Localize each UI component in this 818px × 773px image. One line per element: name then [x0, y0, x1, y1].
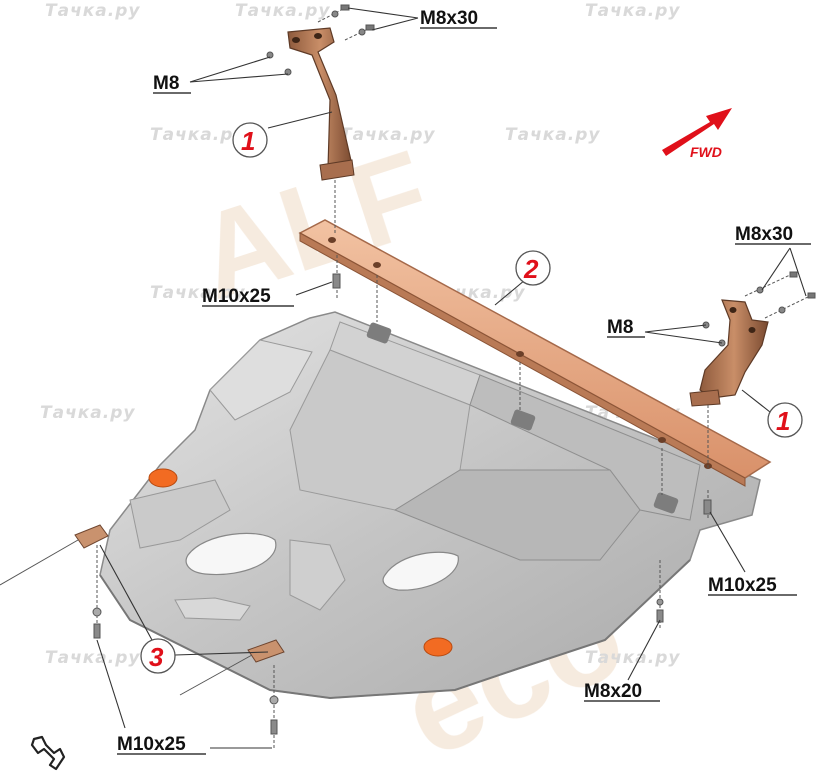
label-mid-left-bolt: M10x25	[202, 286, 271, 307]
fastener-labels: M8x30 M8 M10x25 M8x30 M8 M10x25 M8x20 M1…	[117, 8, 811, 755]
crossbar-part-2	[298, 219, 772, 487]
rubber-pad	[423, 637, 453, 657]
fasteners	[0, 4, 816, 750]
callout-number: 1	[776, 406, 790, 436]
watermark-text: Тачка.ру	[505, 125, 600, 145]
fwd-label: FWD	[690, 144, 722, 160]
wrench-icon	[30, 735, 66, 771]
forward-direction-indicator: FWD	[662, 108, 732, 160]
watermark-text: Тачка.ру	[340, 125, 435, 145]
watermark-text: Тачка.ру	[585, 648, 680, 668]
bracket-part-1-top	[287, 27, 355, 181]
watermark-text: Тачка.ру	[585, 1, 680, 21]
part-callout-1-right: 1	[767, 402, 803, 438]
watermark-text: Тачка.ру	[40, 403, 135, 423]
skid-plate	[99, 311, 761, 700]
callout-number: 2	[523, 254, 539, 284]
label-right-nut: M8	[607, 317, 633, 338]
label-right-bolt: M8x30	[735, 224, 793, 245]
watermark-text: Тачка.ру	[45, 648, 140, 668]
watermark-text: Тачка.ру	[150, 125, 245, 145]
watermark-text: Тачка.ру	[45, 1, 140, 21]
label-top-nut: M8	[153, 73, 179, 94]
label-right-lower-bolt: M10x25	[708, 575, 777, 596]
callout-number: 1	[241, 126, 255, 156]
part-callout-2: 2	[515, 250, 551, 286]
callout-number: 3	[149, 642, 164, 672]
part-callout-3: 3	[140, 638, 176, 674]
leader-lines	[96, 7, 807, 749]
label-top-bolt: M8x30	[420, 8, 478, 29]
part-callout-1-top: 1	[232, 122, 268, 158]
watermark-text: Тачка.ру	[235, 1, 330, 21]
bracket-part-1-right	[689, 299, 769, 407]
watermark-text: Тачка.ру	[150, 283, 245, 303]
label-bottom-right-bolt: M8x20	[584, 681, 642, 702]
label-bottom-left-bolt: M10x25	[117, 734, 186, 755]
mount-plate-part-3	[74, 524, 285, 663]
arrow-icon	[662, 108, 732, 156]
rubber-pad	[148, 468, 178, 488]
